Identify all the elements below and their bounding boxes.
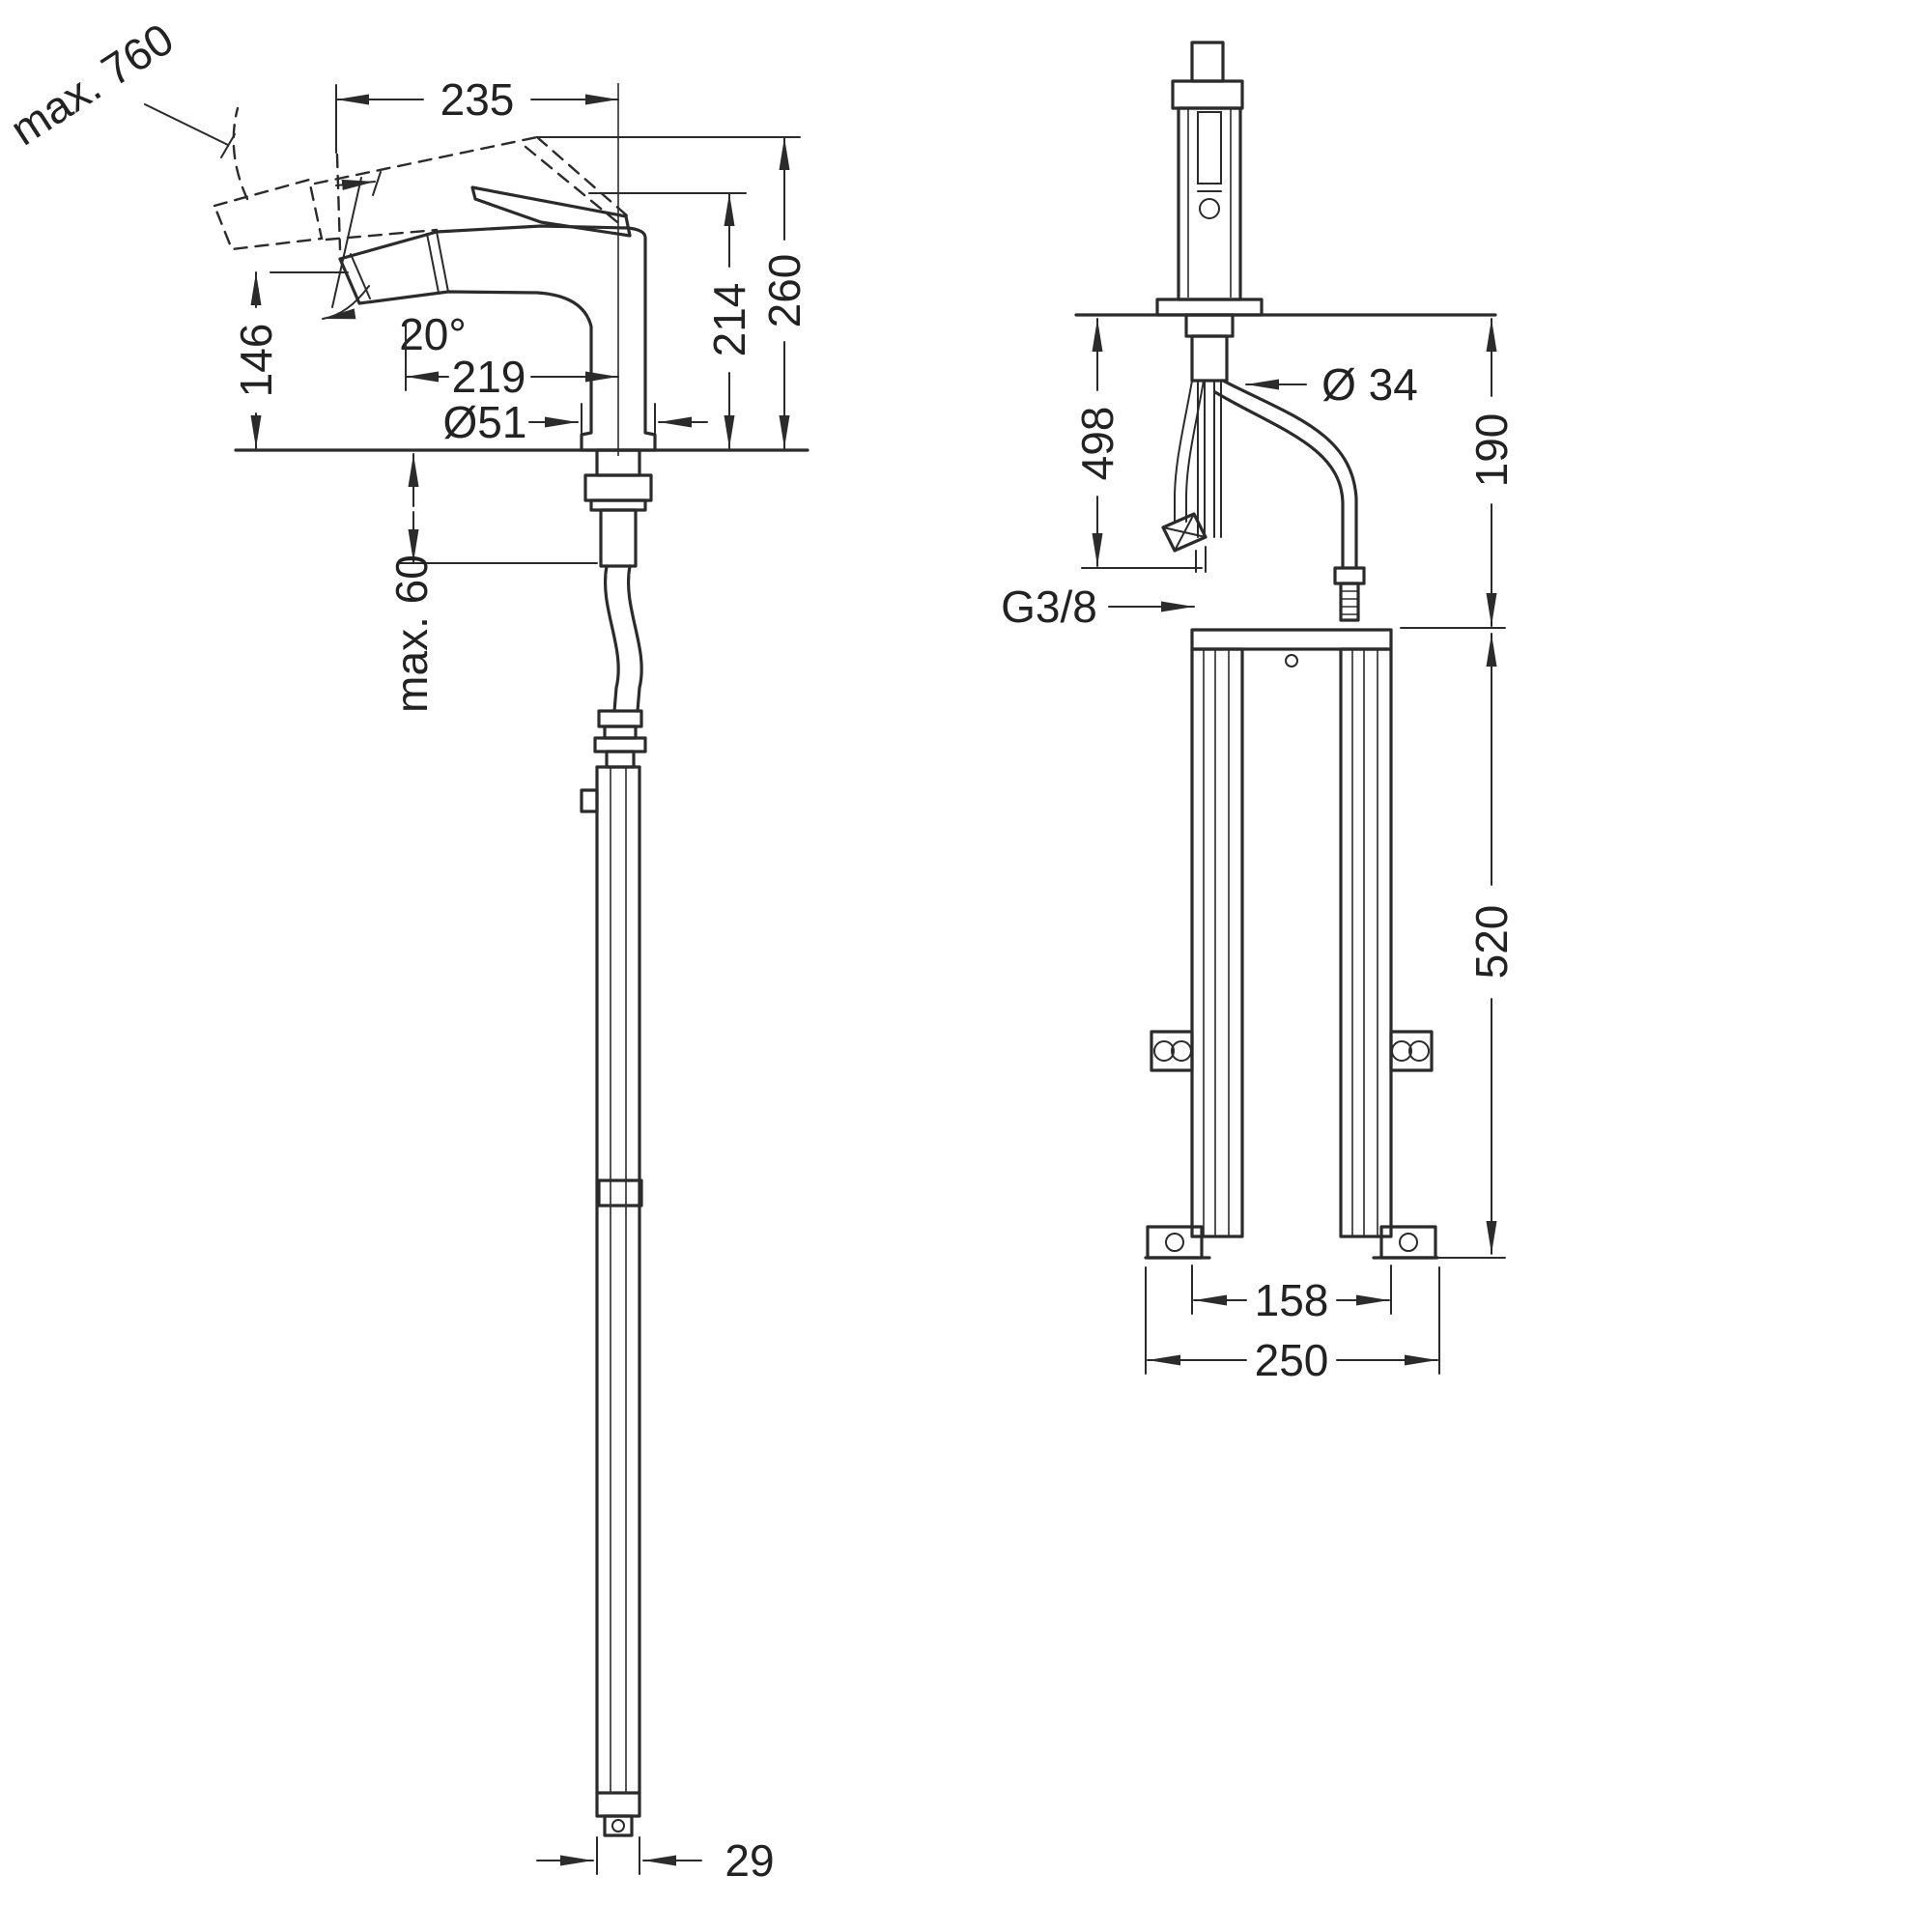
right-clip-screw — [1391, 1040, 1412, 1062]
hose-fitting-3 — [593, 736, 647, 753]
right-hose-b — [1213, 390, 1345, 570]
front-handle — [1190, 41, 1225, 83]
dim-219: 219 — [405, 324, 619, 402]
faucet-outline — [338, 224, 657, 452]
hose-end-detail — [611, 1819, 625, 1833]
dim-29: 29 — [536, 1835, 775, 1886]
left-foot-screw — [1165, 1233, 1184, 1252]
front-shank — [1184, 313, 1235, 338]
hose-nut — [1333, 566, 1366, 585]
mounting-nut — [583, 473, 653, 502]
dim-158-label: 158 — [1255, 1275, 1329, 1325]
hose-end-fitting — [595, 1791, 641, 1818]
hose-curve-right — [627, 564, 643, 713]
thread-nipple — [1339, 582, 1360, 622]
right-foot-screw — [1399, 1233, 1418, 1252]
dim-235-label: 235 — [440, 74, 515, 125]
front-aerator — [1199, 198, 1220, 219]
spray-pulled-out-dashed — [213, 178, 324, 251]
bracket-top-plate — [1190, 628, 1393, 651]
dim-max-60: max. 60 — [386, 453, 598, 713]
dim-dia-34: Ø 34 — [1245, 359, 1418, 410]
left-clip-screw-2 — [1171, 1040, 1192, 1062]
quick-connector-x2 — [1174, 513, 1195, 552]
dim-250-label: 250 — [1255, 1335, 1329, 1385]
hose-fitting-2 — [603, 724, 638, 740]
dim-dia-51: Ø51 — [443, 397, 708, 447]
dim-520-label: 520 — [1466, 905, 1517, 980]
left-clip-screw — [1153, 1040, 1175, 1062]
dim-190-label: 190 — [1466, 413, 1517, 488]
left-hose-b — [1185, 380, 1205, 523]
dim-146-label: 146 — [231, 324, 281, 398]
dim-max-60-label: max. 60 — [386, 554, 437, 713]
dim-max-760: max. 760 — [1, 14, 236, 158]
hose-fitting-4 — [605, 750, 636, 769]
dim-angle-20-label: 20° — [399, 309, 467, 359]
dim-158: 158 — [1191, 1264, 1392, 1325]
dim-angle-20: 20° — [322, 171, 467, 359]
dim-29-label: 29 — [724, 1835, 774, 1886]
bracket-left-rail — [1190, 647, 1244, 1238]
front-view: Ø 34 498 G3/8 190 520 — [1001, 41, 1517, 1385]
front-shank-tube — [1190, 334, 1229, 383]
handle-raised-dashed-2 — [524, 145, 624, 228]
dim-g38: G3/8 — [1001, 582, 1195, 632]
right-hose-a — [1221, 379, 1358, 570]
dim-498-label: 498 — [1072, 407, 1122, 481]
tailpiece — [599, 508, 638, 568]
front-cap — [1171, 79, 1244, 110]
front-spout-channel — [1197, 111, 1222, 185]
dim-214-label: 214 — [704, 283, 754, 357]
dim-190: 190 — [1400, 318, 1517, 629]
dim-260-label: 260 — [759, 254, 810, 328]
hose-curve-left — [604, 564, 620, 713]
dim-520: 520 — [1400, 633, 1517, 1259]
pullout-trajectory-dashed-2 — [325, 228, 439, 242]
left-hose-a — [1174, 380, 1193, 523]
bracket-right-rail — [1339, 647, 1393, 1238]
hose-end-cap — [603, 1814, 634, 1837]
dim-235: 235 — [335, 74, 619, 251]
side-view: max. 760 235 260 214 — [1, 14, 810, 1886]
dim-max-760-label: max. 760 — [1, 14, 182, 156]
pullout-hose-dashed — [232, 106, 249, 201]
dim-g38-label: G3/8 — [1001, 582, 1097, 632]
dim-219-label: 219 — [452, 352, 526, 402]
spray-seam-2 — [426, 233, 440, 294]
dim-214: 214 — [588, 192, 754, 449]
pullout-trajectory-dashed — [313, 135, 539, 185]
right-clip-screw-2 — [1408, 1040, 1430, 1062]
dim-dia-34-label: Ø 34 — [1321, 359, 1418, 410]
handle-lever — [470, 185, 632, 238]
dim-146: 146 — [231, 271, 349, 449]
dim-250: 250 — [1145, 1266, 1440, 1385]
hose-fitting-1 — [597, 709, 643, 728]
dim-498: 498 — [1072, 318, 1203, 569]
hose-side-tab — [580, 788, 599, 813]
handle-raised-dashed — [535, 135, 630, 218]
spray-outlet-line — [350, 253, 371, 299]
spray-seam — [436, 231, 449, 293]
dim-260: 260 — [536, 136, 810, 449]
hose-mid-fitting — [597, 1179, 643, 1208]
bracket-hole — [1285, 654, 1298, 668]
dim-dia-51-label: Ø51 — [443, 397, 527, 447]
front-base — [1155, 298, 1264, 317]
